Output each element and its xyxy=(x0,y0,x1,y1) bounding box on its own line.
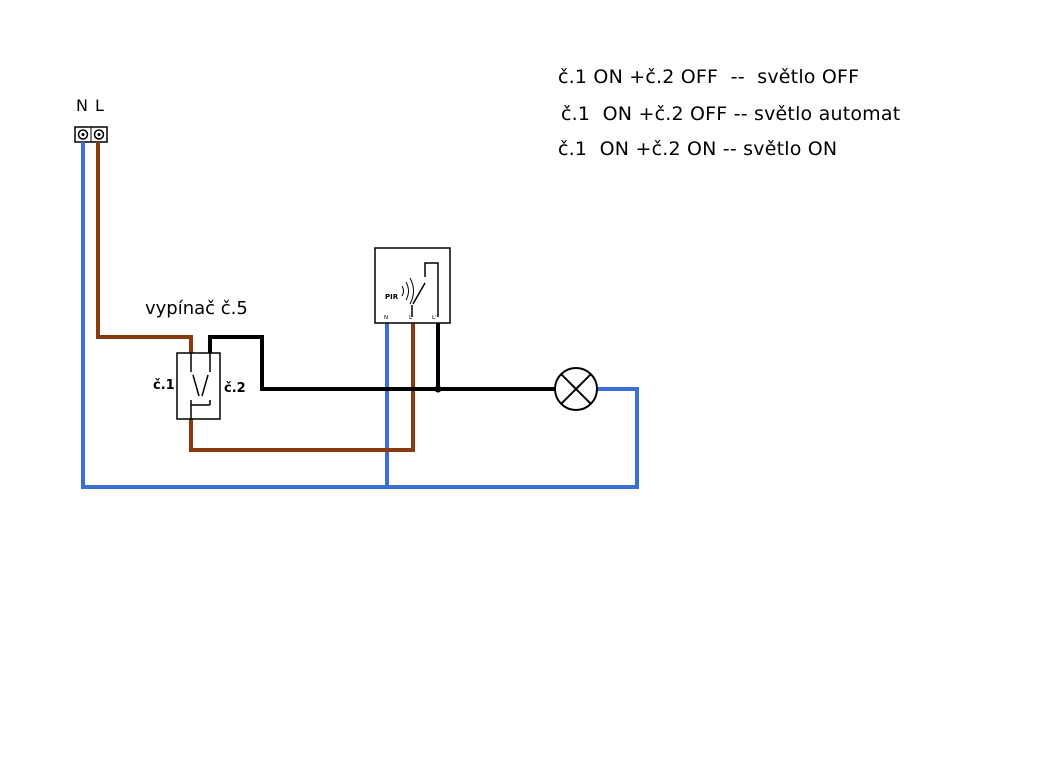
switched-wire xyxy=(208,322,555,391)
pir-label: PIR xyxy=(385,293,399,301)
pir-sensor: PIR N L L' xyxy=(374,247,451,324)
switch-contact-2-label: č.2 xyxy=(224,381,246,396)
terminal-label-n: N xyxy=(76,96,88,115)
pir-terminal-l: L xyxy=(409,315,413,321)
legend-line-1: č.1 ON +č.2 OFF -- světlo OFF xyxy=(558,66,860,88)
terminal-screw-l-icon xyxy=(93,129,105,140)
neutral-wire xyxy=(81,142,639,489)
legend-line-2: č.1 ON +č.2 OFF -- světlo automat xyxy=(561,103,901,125)
lamp-icon xyxy=(554,367,598,411)
terminal-label-l: L xyxy=(95,96,104,115)
wire-junction xyxy=(434,385,442,393)
pir-terminal-n: N xyxy=(384,315,388,321)
terminal-block xyxy=(74,126,108,143)
pir-wave-icon xyxy=(401,277,414,305)
switch-title: vypínač č.5 xyxy=(145,298,248,319)
pir-relay-icon xyxy=(411,262,439,317)
switch-symbol xyxy=(176,352,221,420)
pir-terminal-lout: L' xyxy=(432,315,437,321)
switch-contact-1-label: č.1 xyxy=(153,378,175,393)
terminal-screw-n-icon xyxy=(77,129,89,140)
legend-line-3: č.1 ON +č.2 ON -- světlo ON xyxy=(558,138,838,160)
live-wire xyxy=(96,142,415,452)
